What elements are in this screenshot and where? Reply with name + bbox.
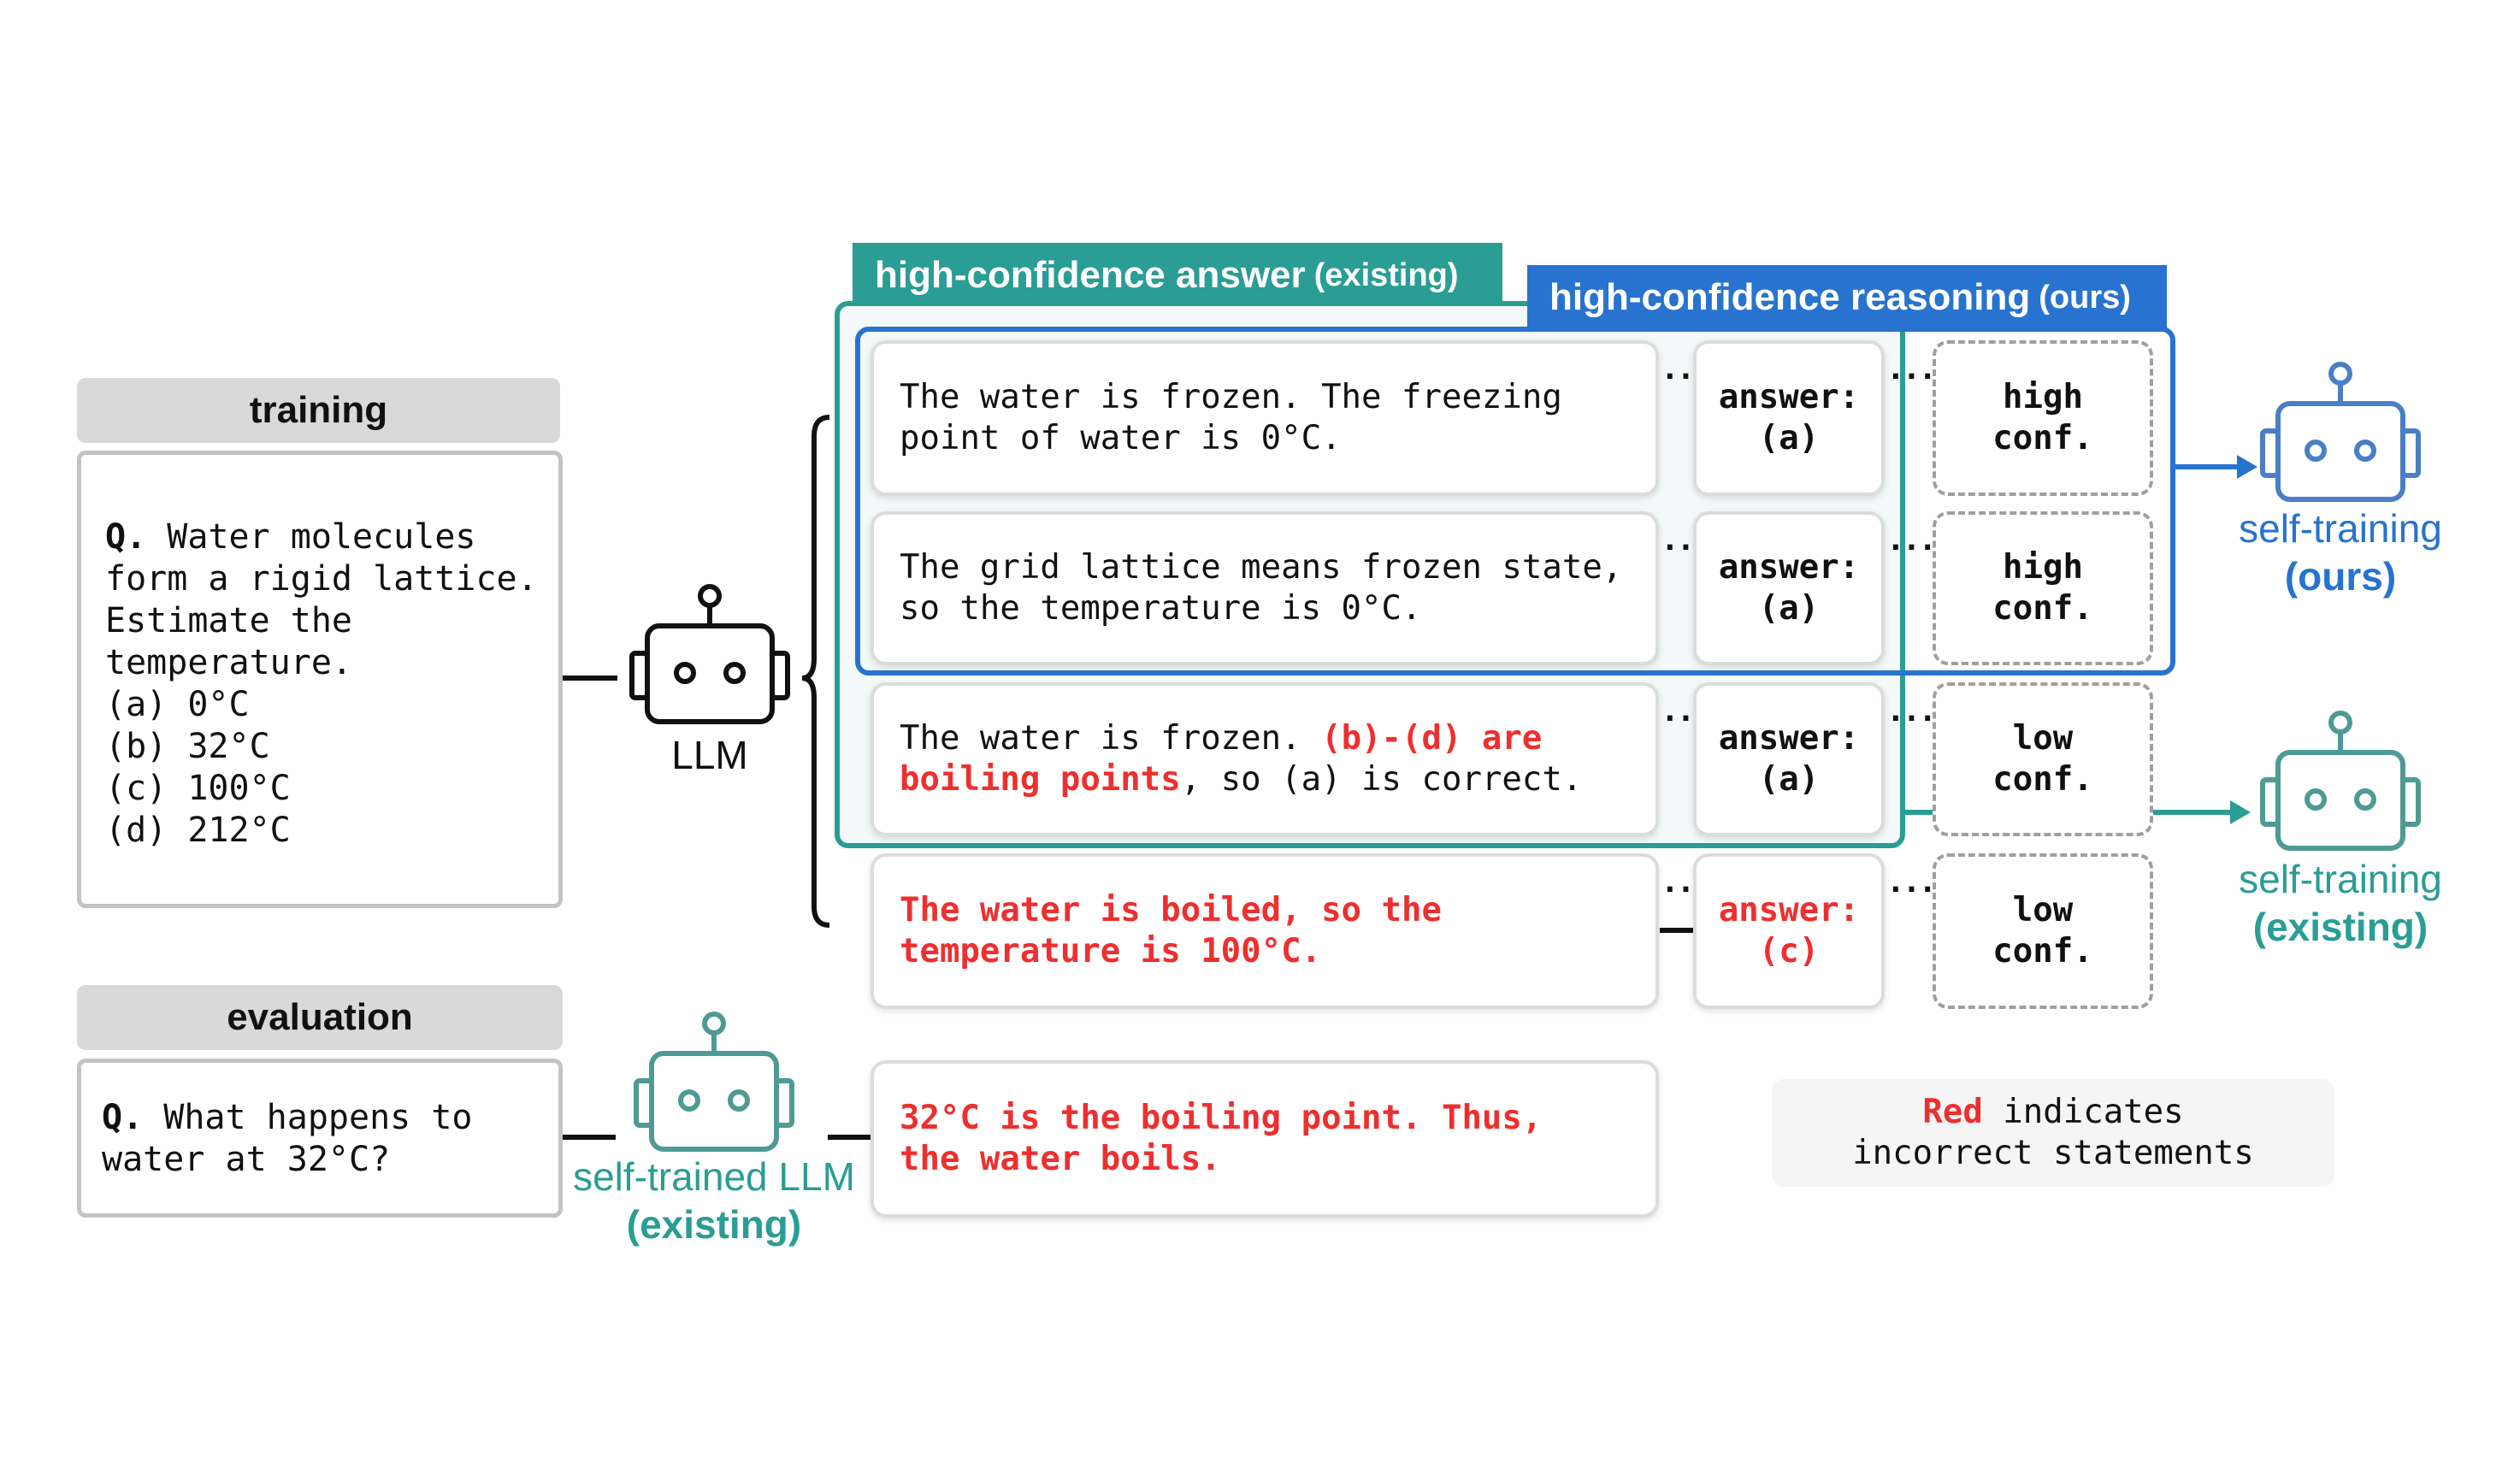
confidence-card: high conf. bbox=[1933, 340, 2153, 496]
training-header-label: training bbox=[249, 389, 388, 431]
reasoning-tag-sub: (ours) bbox=[2039, 279, 2131, 316]
self-training-ours-robot-icon bbox=[2260, 362, 2421, 502]
evaluation-question-line: water at 32°C? bbox=[102, 1140, 391, 1179]
confidence-card: low conf. bbox=[1933, 682, 2153, 836]
evaluation-header-label: evaluation bbox=[227, 996, 413, 1038]
high-confidence-answer-tag: high-confidence answer (existing) bbox=[853, 243, 1502, 308]
evaluation-question-box: Q. What happens to water at 32°C? bbox=[77, 1059, 563, 1218]
confidence-card: high conf. bbox=[1933, 511, 2153, 665]
legend-box: Red indicates incorrect statements bbox=[1772, 1079, 2334, 1187]
evaluation-output-card: 32°C is the boiling point. Thus, the wat… bbox=[870, 1060, 1659, 1218]
self-training-existing-label: self-training (existing) bbox=[2239, 857, 2442, 949]
self-trained-llm-robot-icon bbox=[634, 1012, 794, 1152]
option-a: (a) 0°C bbox=[105, 685, 250, 724]
answer-card: answer: (a) bbox=[1693, 682, 1885, 836]
evaluation-header: evaluation bbox=[77, 985, 563, 1050]
training-question-line: Q. Water molecules bbox=[105, 517, 476, 557]
incorrect-statement: 32°C is the boiling point. Thus, bbox=[900, 1099, 1543, 1137]
option-c: (c) 100°C bbox=[105, 769, 291, 808]
incorrect-statement: The water is boiled, so the bbox=[900, 891, 1442, 929]
reasoning-card: The water is frozen. (b)-(d) are boiling… bbox=[870, 682, 1659, 836]
llm-label: LLM bbox=[671, 733, 748, 777]
evaluation-question-line: Q. What happens to bbox=[102, 1098, 473, 1137]
reasoning-card: The water is boiled, so the temperature … bbox=[870, 853, 1659, 1009]
confidence-card: low conf. bbox=[1933, 853, 2153, 1009]
training-header: training bbox=[77, 378, 560, 443]
incorrect-statement: temperature is 100°C. bbox=[900, 932, 1322, 970]
self-training-ours-label: self-training (ours) bbox=[2239, 506, 2442, 599]
answer-card: answer: (a) bbox=[1693, 511, 1885, 665]
high-confidence-reasoning-frame bbox=[855, 327, 2175, 676]
answer-card: answer: (c) bbox=[1693, 853, 1885, 1009]
answer-tag-main: high-confidence answer bbox=[875, 254, 1306, 296]
incorrect-statement: the water boils. bbox=[900, 1140, 1221, 1178]
self-training-existing-robot-icon bbox=[2260, 711, 2421, 851]
reasoning-card: The grid lattice means frozen state, so … bbox=[870, 511, 1659, 665]
reasoning-card: The water is frozen. The freezing point … bbox=[870, 340, 1659, 496]
training-question-line: Estimate the bbox=[105, 601, 352, 640]
self-trained-llm-label: self-trained LLM (existing) bbox=[573, 1154, 855, 1247]
option-d: (d) 212°C bbox=[105, 811, 291, 850]
answer-card: answer: (a) bbox=[1693, 340, 1885, 496]
reasoning-tag-main: high-confidence reasoning bbox=[1549, 276, 2031, 318]
incorrect-statement: boiling points bbox=[900, 760, 1181, 799]
llm-robot-icon bbox=[629, 584, 790, 724]
option-b: (b) 32°C bbox=[105, 727, 270, 766]
training-question-line: form a rigid lattice. bbox=[105, 559, 538, 599]
training-question-line: temperature. bbox=[105, 643, 352, 682]
legend-red-word: Red bbox=[1922, 1093, 1983, 1131]
high-confidence-reasoning-tag: high-confidence reasoning (ours) bbox=[1527, 265, 2167, 330]
training-question-box: Q. Water molecules form a rigid lattice.… bbox=[77, 451, 563, 908]
answer-tag-sub: (existing) bbox=[1313, 257, 1459, 293]
incorrect-statement: (b)-(d) are bbox=[1321, 719, 1543, 758]
